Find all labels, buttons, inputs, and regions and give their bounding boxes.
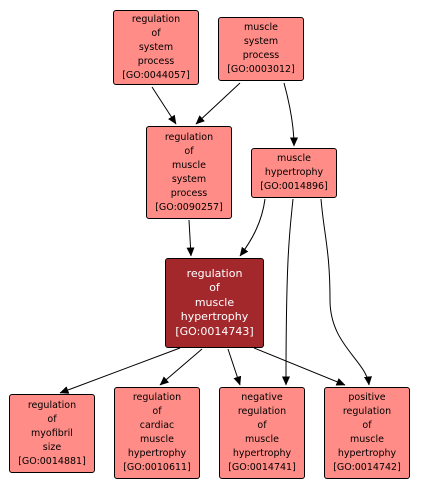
node-id: [GO:0003012] [227,64,295,75]
node-line: process [242,50,280,61]
node-line: of [209,281,220,295]
node-go-0090257[interactable]: regulation of muscle system process [GO:… [146,126,232,219]
node-line: muscle [245,434,279,445]
node-id: [GO:0014742] [333,462,401,473]
edge-0090257-to-0014743 [186,219,195,257]
node-go-0044057[interactable]: regulation of system process [GO:0044057… [113,10,199,85]
node-line: hypertrophy [337,448,397,459]
node-go-0014742[interactable]: positive regulation of muscle hypertroph… [324,387,410,479]
node-line: positive [348,392,386,403]
node-line: regulation [164,131,214,143]
edge-0014743-to-0010611 [159,348,203,386]
node-line: of [184,145,194,157]
edge-0014743-to-0014741 [227,348,242,386]
node-line: myofibril [31,427,73,439]
node-line: of [152,406,162,417]
edge-0014896-to-0014743 [239,198,266,257]
node-id: [GO:0014741] [228,462,296,473]
node-id: [GO:0014743] [175,324,254,338]
node-id: [GO:0044057] [122,69,190,81]
node-line: regulation [237,406,287,417]
node-line: muscle [244,22,278,33]
node-id: [GO:0014881] [18,455,86,467]
node-line: cardiac [139,420,175,431]
edge-0014743-to-0014881 [59,347,181,394]
node-line: of [47,413,57,425]
edge-0014896-to-0014741 [282,198,294,386]
node-line: muscle [194,295,235,309]
node-line: size [42,441,62,453]
node-go-0014881[interactable]: regulation of myofibril size [GO:0014881… [9,394,95,473]
node-line: of [151,27,161,39]
node-line: hypertrophy [180,310,249,324]
node-go-0014741[interactable]: negative regulation of muscle hypertroph… [219,387,305,479]
node-line: muscle [277,153,311,164]
edge-0003012-to-0014896 [283,82,298,147]
node-go-0010611[interactable]: regulation of cardiac muscle hypertrophy… [114,387,200,479]
node-line: regulation [132,392,182,403]
node-go-0014896[interactable]: muscle hypertrophy [GO:0014896] [251,148,337,198]
node-line: regulation [186,266,243,280]
node-id: [GO:0010611] [123,462,191,473]
node-line: process [170,187,208,199]
node-go-0003012[interactable]: muscle system process [GO:0003012] [218,17,304,81]
node-line: of [362,420,372,431]
node-line: regulation [131,13,181,25]
node-line: system [243,36,279,47]
edge-0044057-to-0090257 [151,86,177,125]
edge-0014743-to-0014742 [253,347,346,386]
node-line: regulation [27,399,77,411]
node-line: muscle [172,159,206,171]
edge-0014896-to-0014742 [320,198,372,386]
node-go-0014743-focus[interactable]: regulation of muscle hypertrophy [GO:001… [165,258,264,348]
node-line: negative [241,392,283,403]
node-line: hypertrophy [232,448,292,459]
node-id: [GO:0090257] [155,201,223,213]
node-line: hypertrophy [127,448,187,459]
node-line: muscle [140,434,174,445]
node-line: hypertrophy [264,167,324,178]
edge-0003012-to-0090257 [195,82,241,125]
node-id: [GO:0014896] [260,181,328,192]
node-line: muscle [350,434,384,445]
node-line: of [257,420,267,431]
node-line: process [137,55,175,67]
node-line: regulation [342,406,392,417]
node-line: system [171,173,207,185]
node-line: system [138,41,174,53]
